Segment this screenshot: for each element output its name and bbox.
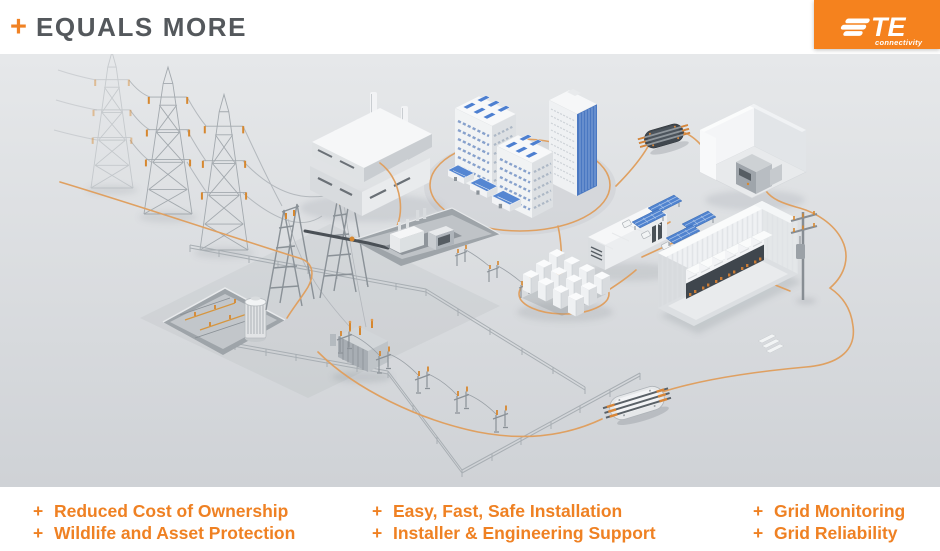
te-logo-tagline: connectivity (875, 38, 923, 47)
plus-bullet-icon: + (372, 523, 383, 543)
disconnect-switch-rows (336, 244, 532, 433)
benefit-label: Grid Reliability (774, 523, 898, 543)
benefit-label: Reduced Cost of Ownership (54, 501, 289, 521)
utility-room (699, 104, 807, 199)
te-logo-graphic: TE connectivity (840, 12, 923, 47)
factory (310, 92, 432, 216)
capacitor-coil (244, 296, 267, 342)
plus-bullet-icon: + (753, 523, 764, 543)
plus-icon: + (10, 11, 27, 43)
cable-joint (602, 385, 672, 426)
plus-bullet-icon: + (753, 501, 764, 521)
benefit-item: + Grid Reliability (753, 522, 905, 544)
te-logo-brand: TE (871, 12, 906, 42)
generator-unit (385, 208, 462, 255)
room-cabinet (736, 154, 782, 194)
illustration (0, 54, 940, 487)
power-grid-scene (0, 54, 940, 487)
benefit-item: + Installer & Engineering Support (372, 522, 656, 544)
city-buildings (447, 89, 598, 218)
benefit-item: + Wildlife and Asset Protection (33, 522, 295, 544)
benefit-label: Installer & Engineering Support (393, 523, 656, 543)
page-title: EQUALS MORE (35, 12, 248, 42)
container-steps (757, 333, 785, 354)
skyscraper (548, 89, 598, 196)
generator-pit (303, 207, 501, 266)
benefit-column-3: + Grid Monitoring + Grid Reliability (753, 500, 905, 544)
power-transformer (330, 318, 388, 372)
te-logo: TE connectivity (814, 0, 940, 49)
power-lines (53, 69, 367, 328)
header: + EQUALS MORE (0, 0, 940, 54)
benefit-column-2: + Easy, Fast, Safe Installation + Instal… (372, 500, 656, 544)
benefit-column-1: + Reduced Cost of Ownership + Wildlife a… (33, 500, 295, 544)
plus-bullet-icon: + (33, 523, 44, 543)
plus-bullet-icon: + (33, 501, 44, 521)
benefit-label: Grid Monitoring (774, 501, 906, 521)
utility-pole (790, 211, 818, 300)
benefit-item: + Grid Monitoring (753, 500, 905, 522)
benefit-label: Easy, Fast, Safe Installation (393, 501, 623, 521)
cable-connector (637, 123, 691, 155)
plus-bullet-icon: + (372, 501, 383, 521)
switchgear-container (658, 201, 798, 354)
factory-roof-tiers (312, 108, 432, 182)
battery-energy-storage (522, 248, 611, 317)
benefit-item: + Easy, Fast, Safe Installation (372, 500, 656, 522)
benefit-item: + Reduced Cost of Ownership (33, 500, 295, 522)
substation (162, 189, 388, 372)
substation-pad (140, 224, 500, 398)
benefit-label: Wildlife and Asset Protection (54, 523, 296, 543)
te-logo-bars (840, 18, 870, 36)
